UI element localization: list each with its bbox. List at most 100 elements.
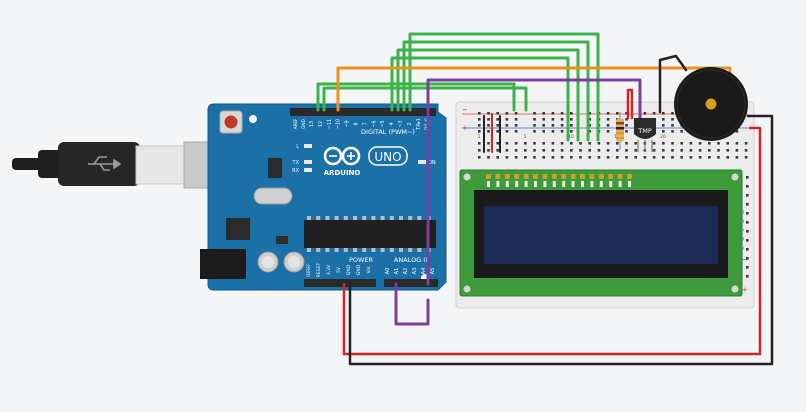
breadboard-hole (698, 156, 702, 159)
breadboard-hole (689, 156, 693, 159)
mounting-hole (731, 173, 739, 181)
mounting-hole (731, 285, 739, 293)
wire-green-d2[interactable] (408, 32, 600, 142)
rail-hole (487, 118, 490, 121)
wire-red-5v[interactable] (342, 126, 762, 356)
rail-hole (560, 118, 564, 121)
rail-hole (671, 112, 674, 115)
power-header[interactable] (304, 279, 376, 287)
breadboard-hole (551, 156, 555, 159)
rail-minus-label: − (462, 106, 468, 114)
digital-header[interactable] (290, 108, 436, 116)
reset-button[interactable] (219, 110, 243, 134)
breadboard-hole (735, 142, 739, 145)
wire-black-buzzer-gnd[interactable] (658, 54, 688, 114)
rail-hole (505, 130, 509, 133)
wire-green-d12[interactable] (316, 82, 516, 112)
power-pin-label: 3.3V (326, 264, 332, 275)
rail-hole (662, 124, 665, 127)
lcd-pin (542, 174, 548, 179)
rail-hole (487, 112, 490, 115)
dc-power-jack[interactable] (200, 249, 246, 279)
rail-hole (570, 124, 573, 127)
breadboard-hole (746, 248, 749, 251)
rail-hole (514, 130, 518, 133)
piezo-buzzer[interactable] (674, 67, 748, 141)
wire-green-d5[interactable] (390, 56, 570, 142)
rail-hole (505, 118, 509, 121)
rail-hole (505, 112, 509, 115)
resistor[interactable] (616, 112, 624, 150)
led-rx-label: RX (292, 168, 299, 174)
tmp36-temperature-sensor[interactable]: TMP (634, 118, 656, 152)
rail-hole (625, 124, 628, 127)
lcd-16x2-display[interactable] (459, 169, 743, 297)
lcd-pin-label-mark (590, 181, 594, 187)
digital-pin-label: 8 (354, 122, 360, 125)
model-text: UNO (374, 150, 401, 164)
usb-cable[interactable] (12, 141, 241, 189)
breadboard-hole (524, 149, 527, 152)
lcd-pin (608, 174, 614, 179)
ic-pin (316, 216, 321, 220)
wire-black-gnd[interactable] (348, 114, 774, 366)
breadboard-hole (533, 156, 536, 159)
rail-hole (606, 112, 610, 115)
crystal-oscillator (253, 187, 293, 205)
lcd-pin (523, 174, 529, 179)
model-badge (368, 146, 408, 166)
breadboard-hole (680, 156, 683, 159)
lcd-pin (514, 174, 520, 179)
breadboard-hole (746, 203, 749, 206)
lcd-pin (598, 174, 604, 179)
breadboard-hole (588, 142, 591, 145)
wire-purple-a5-sensor[interactable] (426, 78, 642, 286)
rail-hole (588, 124, 591, 127)
lcd-pin-label-mark (487, 181, 490, 187)
breadboard-hole (514, 142, 518, 145)
mounting-hole (463, 285, 471, 293)
wire-green-d4[interactable] (396, 48, 580, 142)
breadboard-hole (708, 156, 711, 159)
breadboard-hole (744, 156, 748, 159)
ic-pin (334, 248, 339, 252)
rail-hole (643, 112, 647, 115)
lcd-pin-label-mark (515, 181, 519, 187)
breadboard-hole (579, 156, 582, 159)
breadboard-hole (625, 149, 628, 152)
breadboard-hole (496, 156, 499, 159)
analog-in-label: ANALOG IN (394, 256, 430, 264)
digital-pin-label: 12 (318, 121, 324, 127)
rail-hole (551, 130, 555, 133)
breadboard-hole (634, 142, 637, 145)
wire-red-sensor-power[interactable] (626, 88, 634, 120)
analog-header[interactable] (384, 279, 438, 287)
breadboard-hole (505, 149, 509, 152)
breadboard-hole (746, 266, 749, 269)
breadboard-hole (606, 142, 610, 145)
rail-hole (671, 124, 674, 127)
wire-green-d11[interactable] (322, 86, 528, 112)
rail-hole (671, 130, 674, 133)
lcd-pin-label-mark (524, 181, 528, 187)
breadboard-hole (524, 156, 527, 159)
power-label: POWER (349, 256, 374, 264)
breadboard-hole (588, 156, 591, 159)
breadboard-hole (478, 156, 481, 159)
rail-hole (487, 130, 490, 133)
rail-hole (625, 130, 628, 133)
wire-purple-loop[interactable] (394, 282, 430, 326)
ic-pin (371, 216, 376, 220)
rail-hole (514, 118, 518, 121)
rail-plus-label: + (462, 124, 468, 132)
wire-green-d3[interactable] (402, 40, 590, 142)
ic-pin (389, 216, 394, 220)
breadboard-hole (496, 142, 499, 145)
analog-pin-label: A3 (412, 268, 418, 275)
rail-hole (551, 124, 555, 127)
breadboard-hole (542, 156, 545, 159)
analog-pin-label: A0 (385, 268, 391, 275)
rail-hole (478, 130, 481, 133)
